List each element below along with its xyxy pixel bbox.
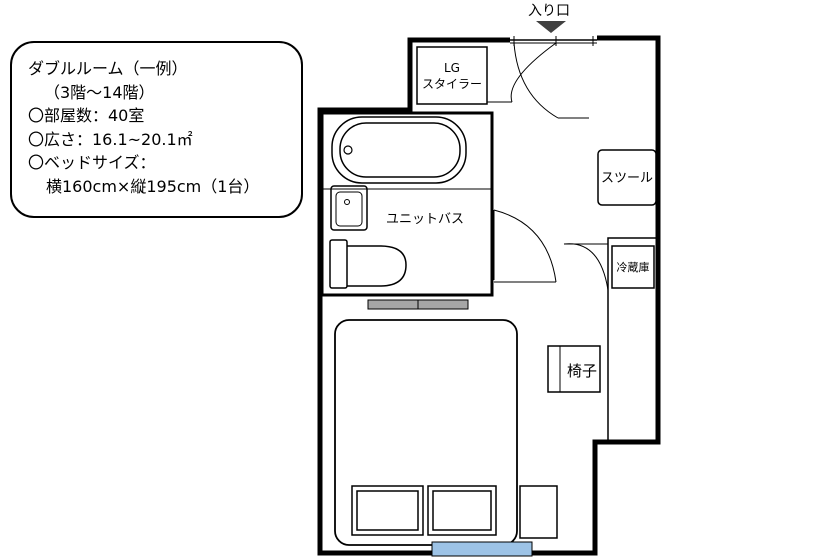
stool xyxy=(597,149,657,206)
styler-label-line2: スタイラー xyxy=(422,77,482,91)
bed-size-label: 〇ベッドサイズ： xyxy=(28,153,156,172)
entrance-label: 入り口 xyxy=(528,3,570,19)
counter xyxy=(607,237,659,443)
double-bed xyxy=(334,319,518,546)
window xyxy=(431,541,533,557)
fridge xyxy=(611,245,655,289)
lg-styler xyxy=(416,46,488,105)
bed-size-value: 横160cm×縦195cm（1台） xyxy=(46,176,260,196)
floor-range: （3階～14階） xyxy=(44,82,155,102)
room-count: 〇部屋数：40室 xyxy=(28,106,145,125)
room-area: 〇広さ：16.1~20.1㎡ xyxy=(28,129,193,149)
toilet xyxy=(329,239,407,289)
washbasin xyxy=(330,185,368,231)
fridge-label: 冷蔵庫 xyxy=(617,260,650,274)
chair-label: 椅子 xyxy=(567,362,597,380)
room-info-box: ダブルルーム（一例） （3階～14階） 〇部屋数：40室 〇広さ：16.1~20… xyxy=(10,41,303,218)
chair xyxy=(547,345,601,393)
entrance-door xyxy=(484,36,597,119)
styler-label-line1: LG xyxy=(444,61,460,75)
unit-bath-label: ユニットバス xyxy=(386,212,464,227)
room-type-title: ダブルルーム（一例） xyxy=(28,59,188,78)
bathtub xyxy=(331,116,467,184)
stool-label: スツール xyxy=(601,171,653,186)
bath-door xyxy=(493,209,557,283)
closet-door xyxy=(563,243,609,291)
unit-bath-enclosure xyxy=(320,111,494,297)
entrance-arrow-icon xyxy=(536,21,566,33)
pillows xyxy=(351,485,497,536)
nightstand xyxy=(519,485,558,539)
